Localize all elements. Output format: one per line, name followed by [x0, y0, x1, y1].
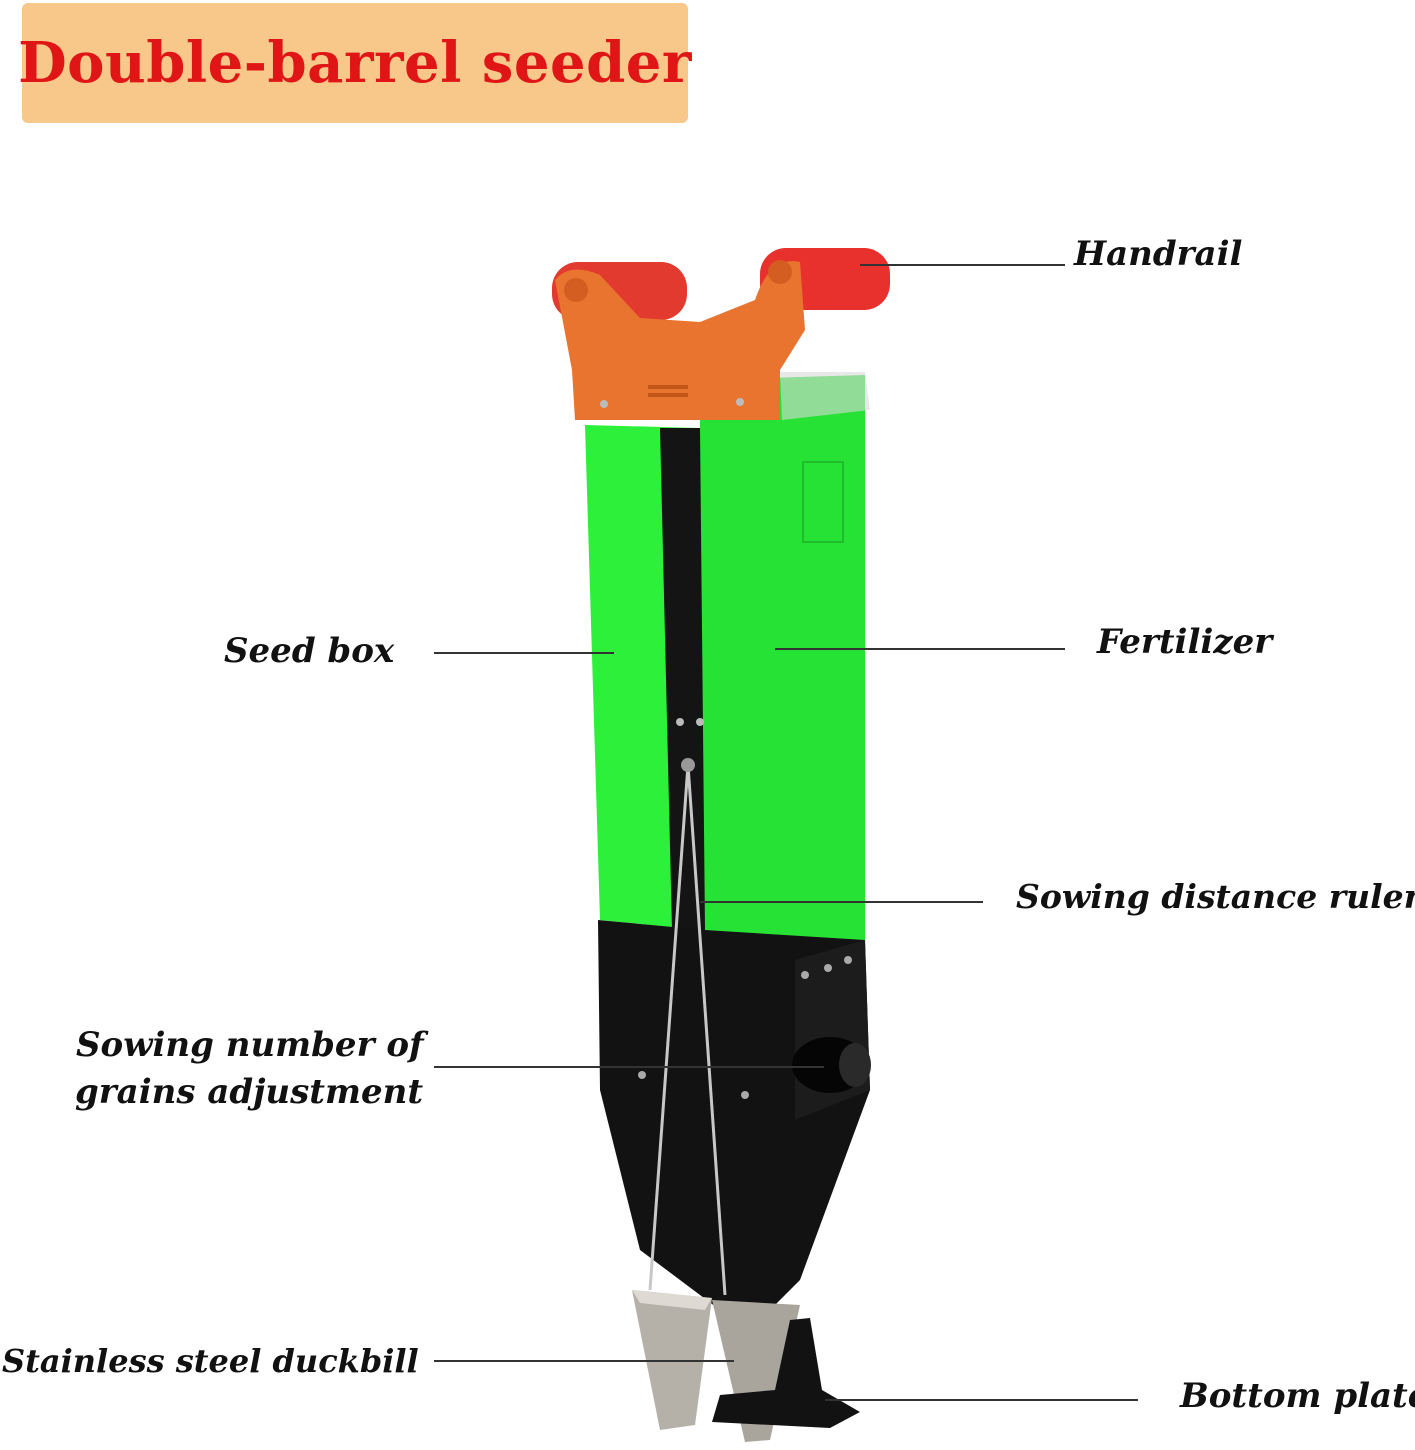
- title-banner: Double-barrel seeder: [18, 3, 691, 123]
- seed-box-leader: [434, 652, 614, 654]
- ruler-wire-right: [686, 764, 727, 1296]
- bottom-plate-leader: [825, 1399, 1138, 1401]
- duckbill-leader: [434, 1360, 734, 1362]
- fertilizer-box-shape: [700, 375, 865, 940]
- page-title: Double-barrel seeder: [18, 30, 692, 96]
- handrail-label: Handrail: [1074, 234, 1243, 274]
- fertilizer-box-label-plate: [802, 461, 844, 543]
- fertilizer-label: Fertilizer: [1097, 622, 1273, 662]
- handle-bolt-left: [564, 278, 588, 302]
- ruler-wire-left: [648, 764, 690, 1291]
- bottom-plate: [712, 1318, 860, 1428]
- fertilizer-leader: [775, 648, 1065, 650]
- handrail-leader: [860, 264, 1065, 266]
- duckbill-label: Stainless steel duckbill: [2, 1342, 419, 1380]
- sowing-distance-ruler-leader: [700, 901, 983, 903]
- handle-bolt-right: [768, 260, 792, 284]
- bottom-plate-label: Bottom plate: [1180, 1376, 1415, 1416]
- grains-adjustment-label-line2: grains adjustment: [75, 1072, 424, 1112]
- grains-adjustment-label-line1: Sowing number of: [76, 1025, 424, 1065]
- duckbill-right: [712, 1300, 800, 1442]
- seed-box-label: Seed box: [224, 631, 395, 671]
- grains-adjustment-leader: [434, 1066, 824, 1068]
- center-seam: [660, 428, 705, 930]
- sowing-distance-ruler-label: Sowing distance ruler: [1016, 877, 1415, 916]
- handle-body: [555, 261, 805, 420]
